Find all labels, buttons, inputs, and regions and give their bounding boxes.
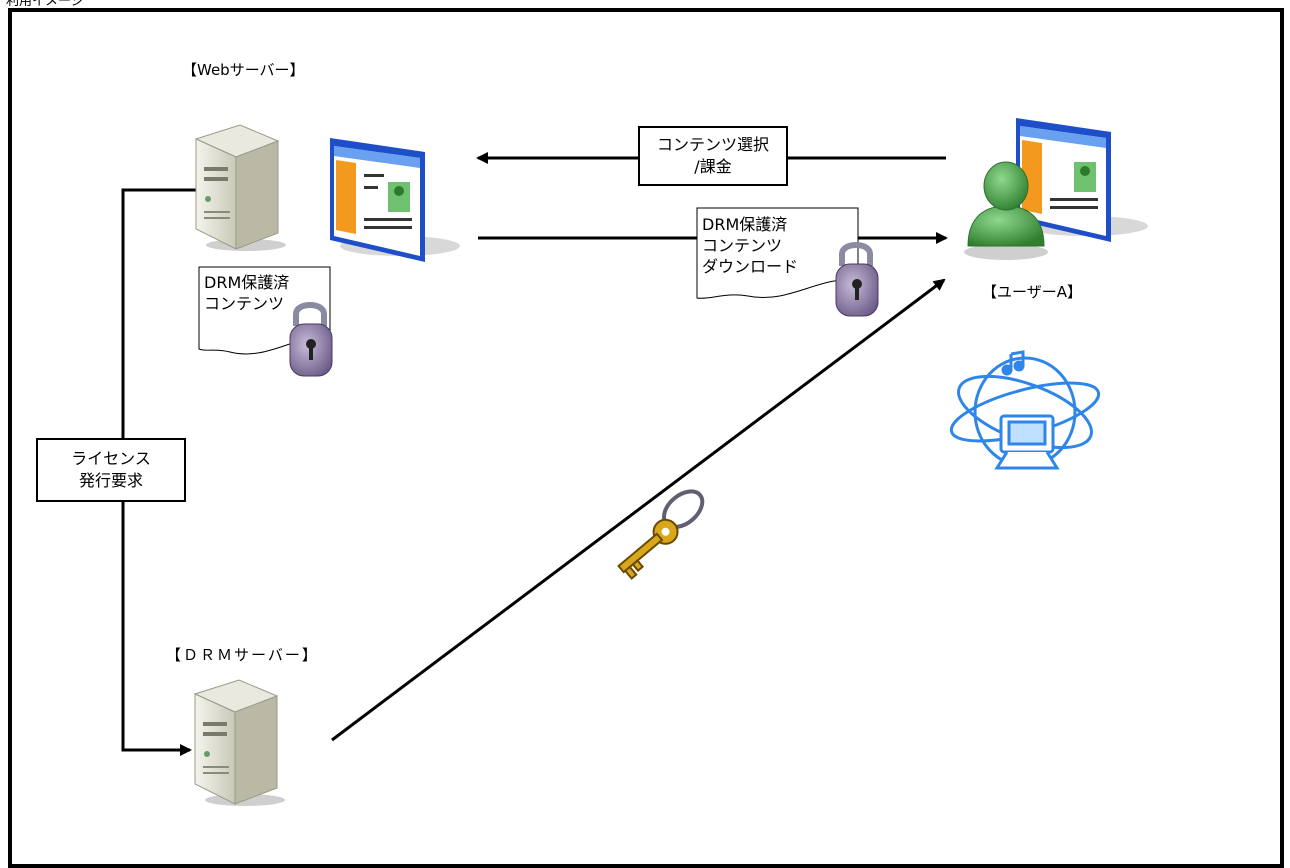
- padlock-icon: [835, 242, 879, 317]
- drm-server-icon: [193, 679, 285, 806]
- license-request-line1: ライセンス: [71, 449, 151, 468]
- license-request-box: ライセンス 発行要求: [36, 438, 186, 502]
- content-select-line1: コンテンツ選択: [656, 135, 769, 154]
- content-select-box: コンテンツ選択 /課金: [638, 126, 788, 186]
- protected-doc-left-line2: コンテンツ: [204, 294, 285, 313]
- protected-doc-right-line1: DRM保護済: [702, 215, 788, 234]
- user-label: 【ユーザーA】: [982, 283, 1082, 301]
- content-select-line2: /課金: [694, 157, 732, 176]
- media-globe-icon: [949, 350, 1101, 470]
- protected-doc-right-line3: ダウンロード: [702, 257, 799, 276]
- key-icon: [617, 489, 705, 580]
- user-icon: [964, 161, 1048, 260]
- browser-window-icon: [330, 138, 460, 262]
- padlock-icon: [289, 302, 333, 377]
- protected-doc-left-line1: DRM保護済: [204, 273, 290, 292]
- web-server-label: 【Webサーバー】: [182, 61, 305, 79]
- drm-server-label: 【ＤＲＭサーバー】: [166, 646, 319, 664]
- protected-doc-right-line2: コンテンツ: [702, 236, 783, 255]
- license-delivery-arrow: [331, 278, 946, 742]
- user-browser-icon: [1016, 118, 1148, 242]
- web-server-icon: [194, 124, 286, 251]
- license-request-line2: 発行要求: [78, 471, 143, 490]
- header-label: 利用イメージ: [6, 0, 84, 9]
